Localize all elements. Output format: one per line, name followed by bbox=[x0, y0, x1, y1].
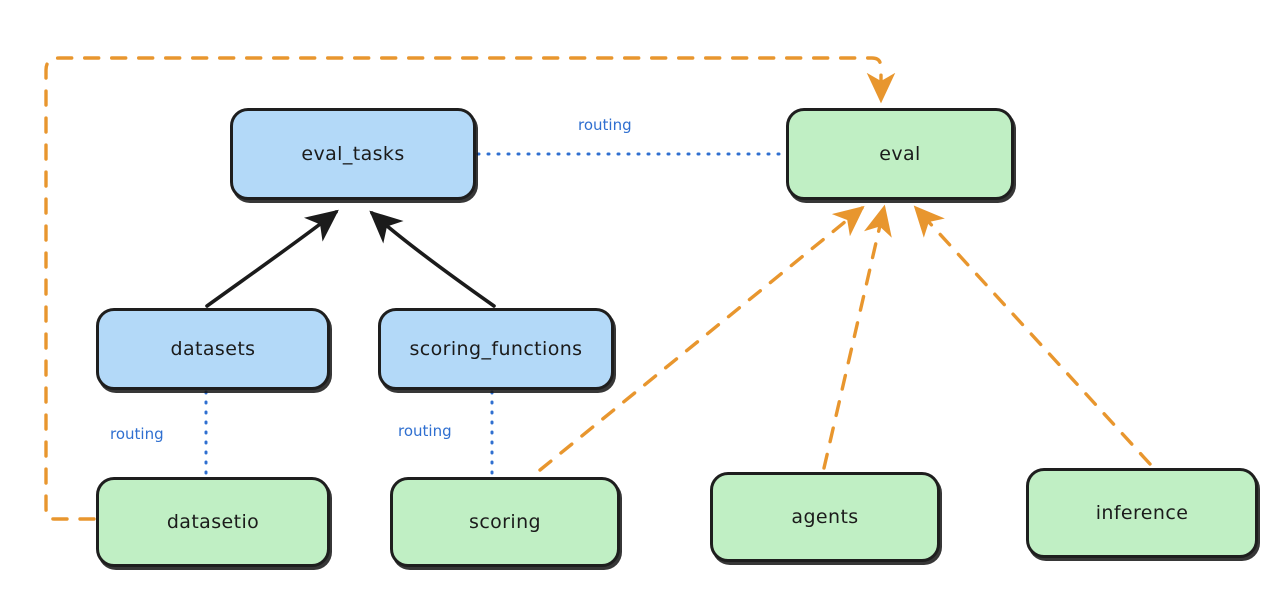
edge-label-routing-eval-tasks-eval: routing bbox=[578, 116, 632, 134]
node-inference[interactable]: inference bbox=[1026, 468, 1258, 558]
node-label: eval bbox=[879, 143, 921, 165]
node-label: datasetio bbox=[166, 511, 260, 533]
node-label: inference bbox=[1095, 502, 1189, 524]
node-label: eval_tasks bbox=[301, 143, 405, 165]
node-label: scoring_functions bbox=[409, 338, 583, 360]
edge-scoring-functions-to-eval-tasks bbox=[369, 210, 496, 308]
edge-label-routing-scoring-functions-scoring: routing bbox=[398, 422, 452, 440]
edge-scoring-to-eval bbox=[538, 205, 865, 472]
node-label: datasets bbox=[170, 338, 256, 360]
node-label: agents bbox=[791, 506, 859, 528]
node-datasets[interactable]: datasets bbox=[96, 308, 330, 390]
edge-datasetio-to-eval bbox=[44, 56, 896, 521]
edge-agents-to-eval bbox=[822, 204, 892, 470]
edge-inference-to-eval bbox=[913, 205, 1152, 466]
node-eval[interactable]: eval bbox=[786, 108, 1014, 200]
node-agents[interactable]: agents bbox=[710, 472, 940, 562]
node-scoring-functions[interactable]: scoring_functions bbox=[378, 308, 614, 390]
node-label: scoring bbox=[469, 511, 541, 533]
edge-datasets-to-eval-tasks bbox=[205, 209, 339, 308]
node-eval-tasks[interactable]: eval_tasks bbox=[230, 108, 476, 200]
edge-label-routing-datasets-datasetio: routing bbox=[110, 425, 164, 443]
node-scoring[interactable]: scoring bbox=[390, 477, 620, 567]
node-datasetio[interactable]: datasetio bbox=[96, 477, 330, 567]
